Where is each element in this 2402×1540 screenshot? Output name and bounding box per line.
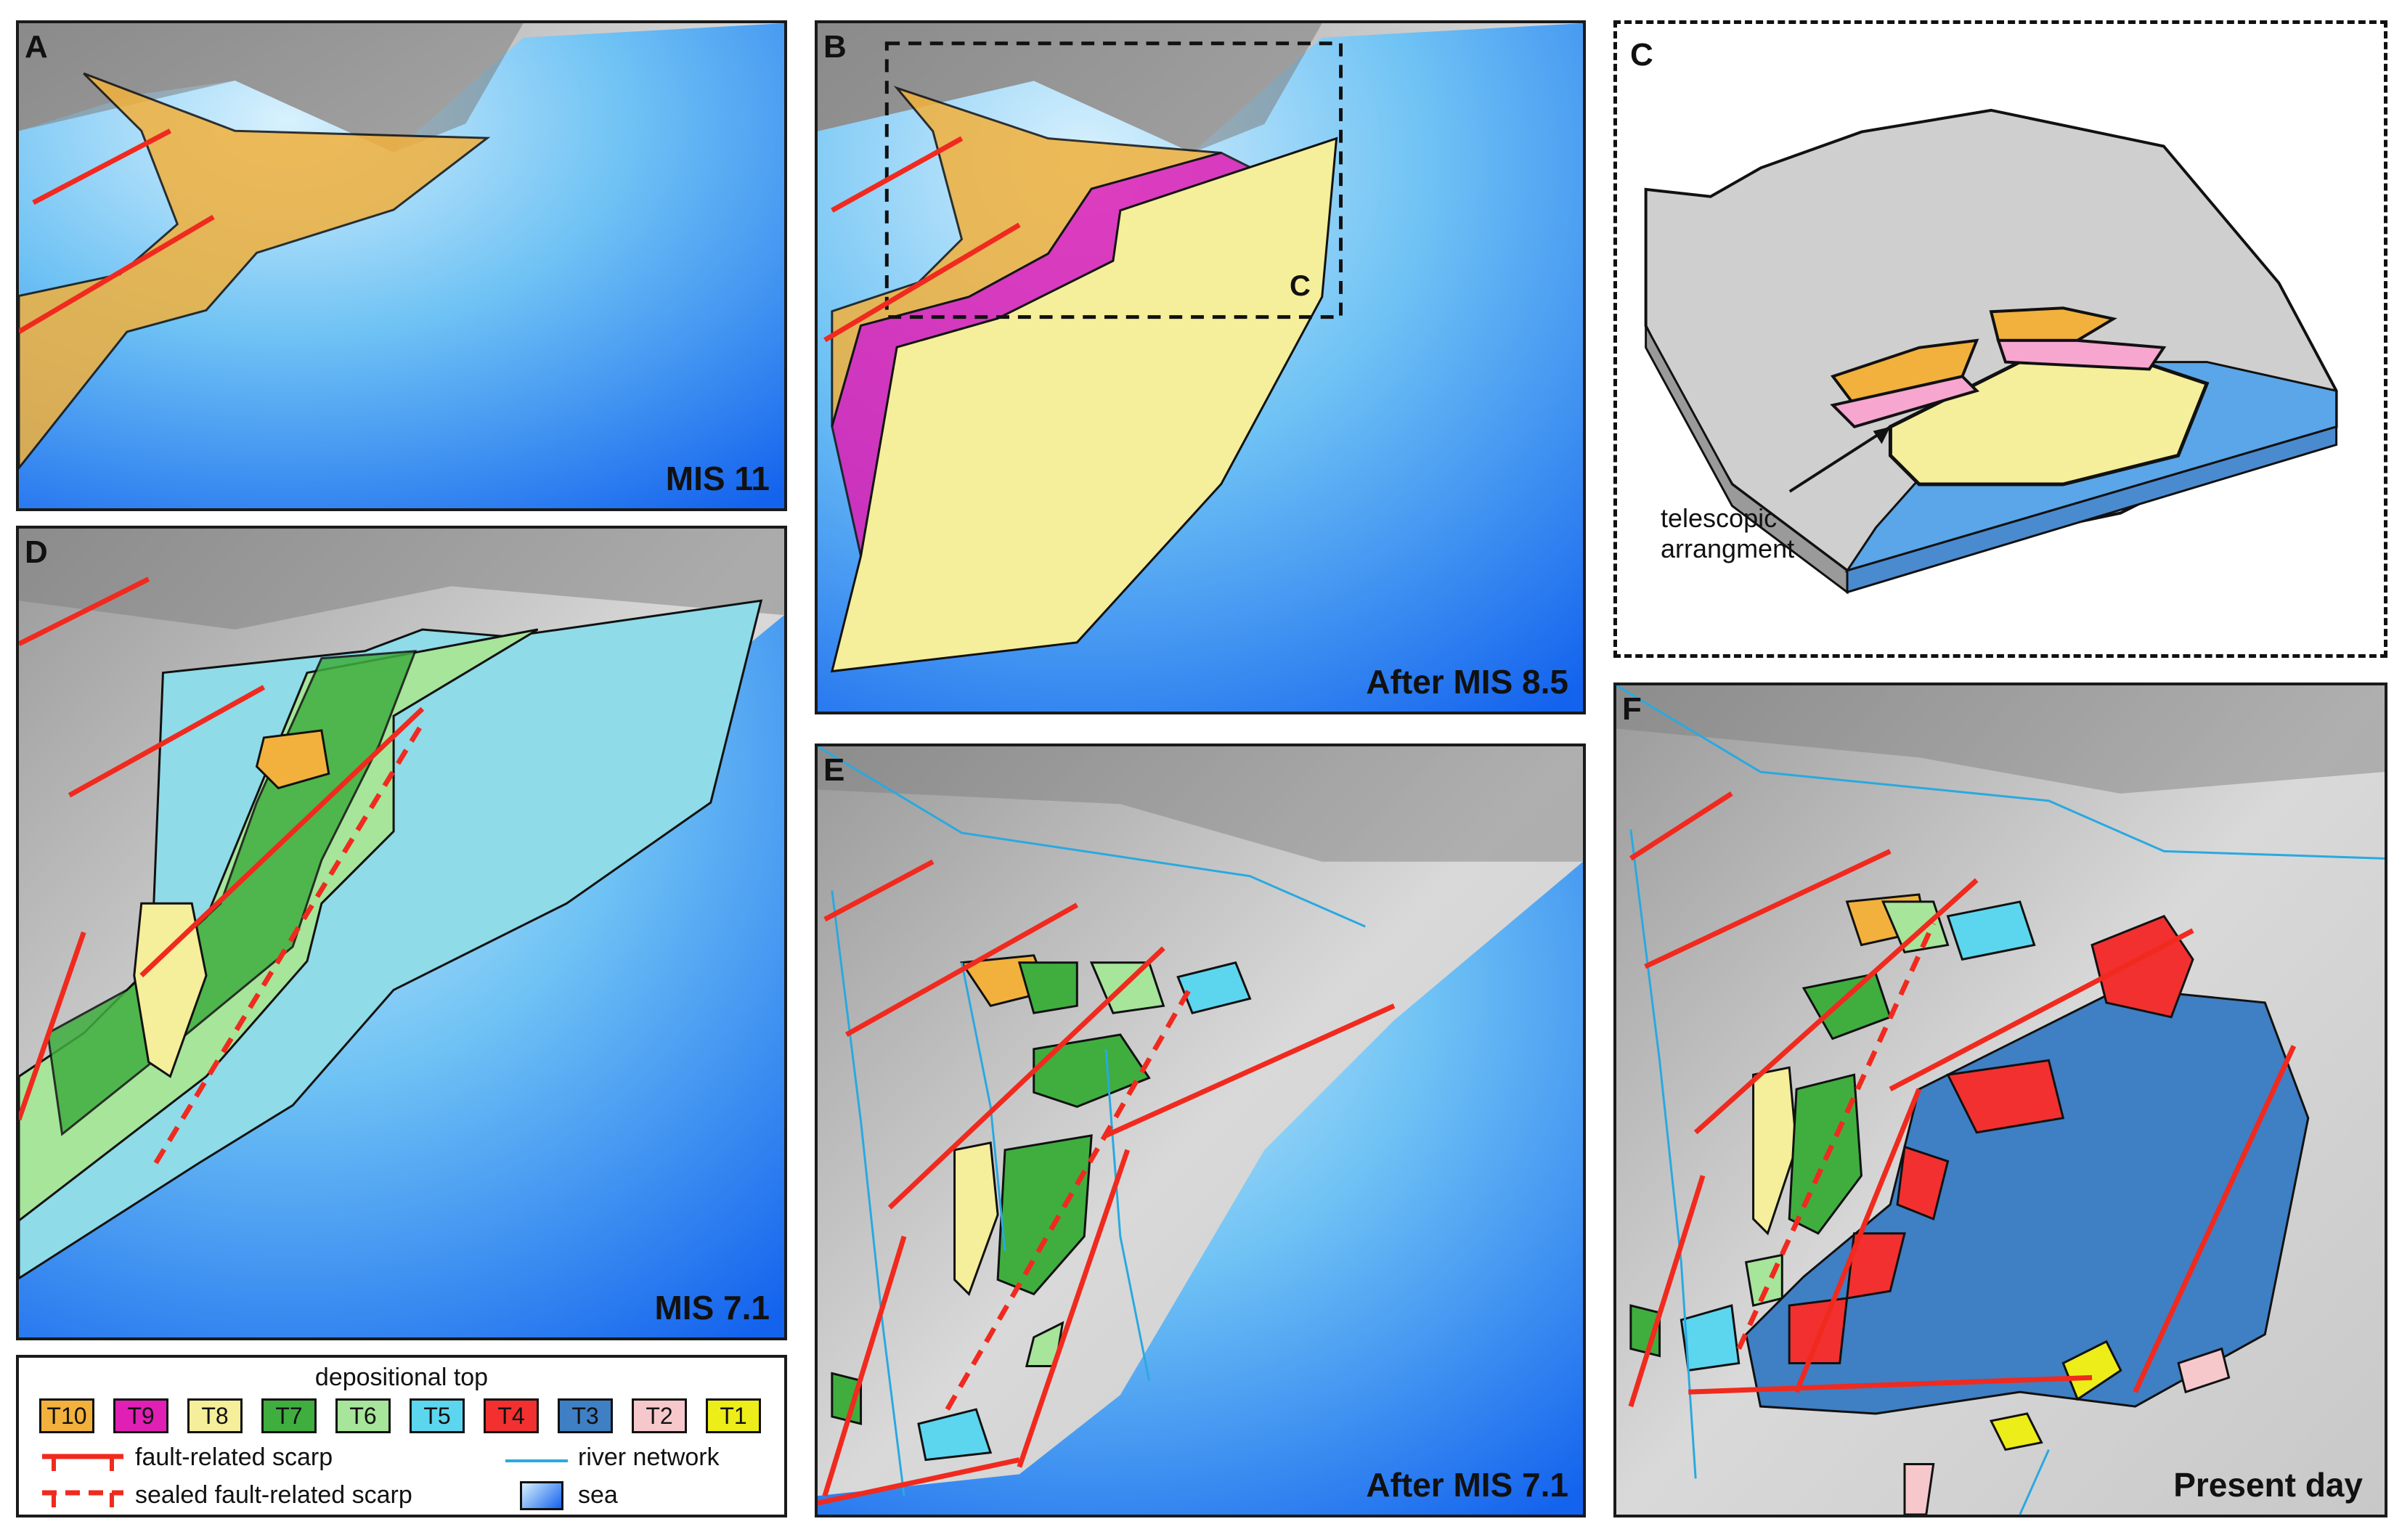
fault-scarps — [818, 859, 1396, 1506]
panel-caption-a: MIS 11 — [665, 460, 770, 497]
legend-swatch-t10: T10 — [39, 1398, 94, 1433]
fault-scarps — [823, 136, 1021, 343]
t2-channel — [1903, 1462, 1935, 1515]
river-symbol — [505, 1459, 568, 1462]
panel-letter-e: E — [823, 752, 845, 788]
t8-deposit — [953, 1141, 999, 1297]
panel-letter-f: F — [1622, 691, 1642, 727]
t8-deposit — [133, 902, 208, 1078]
legend-swatch-t7: T7 — [261, 1398, 317, 1433]
panel-a-drawing — [19, 23, 784, 508]
t5-deposits — [1680, 900, 2036, 1372]
t1-deposits — [1989, 1340, 2122, 1451]
t10-terrace-right — [1989, 306, 2117, 342]
panel-e-map: E After MIS 7.1 — [815, 743, 1586, 1517]
sea-area — [818, 861, 1583, 1515]
panel-caption-f: Present day — [2173, 1466, 2363, 1504]
panel-d-drawing — [19, 529, 784, 1337]
sea-legend-label: sea — [578, 1481, 618, 1509]
panel-f-map: F Present day — [1613, 683, 2387, 1517]
panel-e-drawing — [818, 746, 1583, 1515]
panel-letter-b: B — [823, 29, 847, 65]
t10-deposit — [255, 729, 330, 790]
panel-caption-b: After MIS 8.5 — [1366, 663, 1568, 701]
legend-title: depositional top — [314, 1364, 489, 1391]
river-network — [818, 746, 1366, 1496]
t7-deposits — [831, 961, 1151, 1425]
fault-legend-label: fault-related scarp — [135, 1443, 333, 1471]
zoom-box-label: C — [1290, 270, 1311, 302]
fault-symbol — [42, 1454, 123, 1471]
mountain-relief — [818, 23, 1322, 153]
panel-a-map: A MIS 11 — [16, 20, 787, 511]
panel-c-drawing — [1644, 108, 2338, 595]
fault-scarps — [1628, 791, 2297, 1408]
t3-deposit — [1745, 987, 2310, 1415]
legend-swatch-t4: T4 — [484, 1398, 539, 1433]
legend-swatch-t1: T1 — [706, 1398, 761, 1433]
t10-deposit — [19, 72, 491, 470]
mountain-relief — [19, 23, 524, 152]
river-network — [1616, 685, 2385, 1515]
panel-caption-d: MIS 7.1 — [654, 1289, 770, 1327]
sealed-fault-symbol — [42, 1490, 123, 1507]
sealed-fault-legend-label: sealed fault-related scarp — [135, 1481, 412, 1509]
legend-swatch-t3: T3 — [558, 1398, 613, 1433]
legend-swatch-t2: T2 — [632, 1398, 687, 1433]
panel-letter-d: D — [25, 534, 48, 570]
mountain-relief — [19, 529, 784, 630]
t5-deposits — [917, 961, 1252, 1462]
annotation-line-2: arrangment — [1661, 534, 1795, 563]
mountain-relief — [1616, 685, 2385, 794]
panel-b-map: B C After MIS 8.5 — [815, 20, 1586, 714]
panel-caption-e: After MIS 7.1 — [1366, 1466, 1568, 1504]
t8-deposit — [1752, 1066, 1798, 1236]
panel-b-drawing — [818, 23, 1583, 712]
panel-letter-a: A — [25, 29, 48, 65]
panel-d-map: D MIS 7.1 — [16, 526, 787, 1340]
legend-swatch-t6: T6 — [335, 1398, 391, 1433]
panel-f-drawing — [1616, 685, 2385, 1515]
t8-deposit — [830, 137, 1338, 673]
sea-side — [1846, 425, 2338, 594]
legend-swatch-t8: T8 — [187, 1398, 243, 1433]
panel-c-block-diagram: C telescopic arrangment — [1613, 20, 2387, 658]
annotation-arrow — [1788, 425, 1892, 493]
annotation-line-1: telescopic — [1661, 503, 1778, 533]
panel-letter-c: C — [1630, 37, 1653, 73]
fault-scarps — [19, 129, 215, 334]
mountain-relief — [818, 746, 1583, 862]
t9-terrace-right — [1996, 338, 2167, 371]
t9-terrace-left — [1830, 375, 1980, 428]
river-legend-label: river network — [578, 1443, 720, 1471]
legend-box: depositional top T10 T9 T8 T7 T6 T5 T4 T3 T2 T1 f… — [16, 1355, 787, 1517]
sea-symbol — [520, 1481, 563, 1510]
legend-swatch-t5: T5 — [410, 1398, 465, 1433]
fault-scarps — [19, 577, 425, 1165]
legend-swatch-t9: T9 — [113, 1398, 168, 1433]
t2-deposit — [2177, 1347, 2231, 1394]
